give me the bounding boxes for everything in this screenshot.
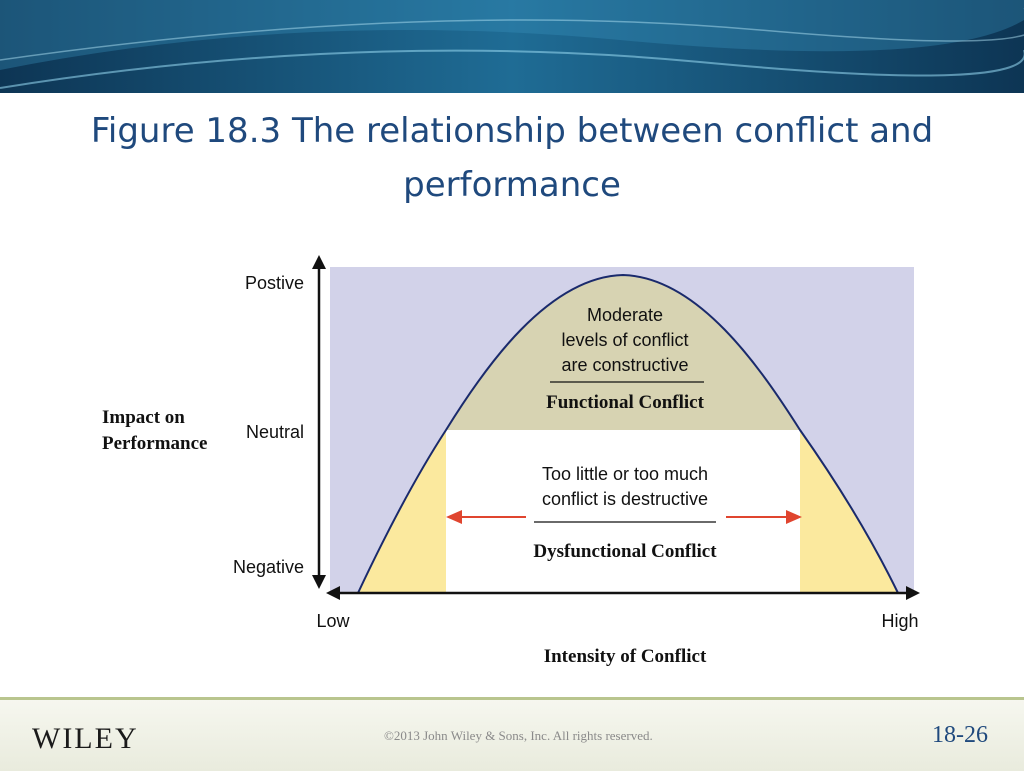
- header-banner: [0, 0, 1024, 93]
- dysfunctional-text-line1: Too little or too much: [542, 464, 708, 484]
- functional-text-line2: levels of conflict: [561, 330, 688, 350]
- x-tick-high: High: [881, 611, 918, 631]
- dysfunctional-text-line2: conflict is destructive: [542, 489, 708, 509]
- x-axis-arrow-right: [906, 586, 920, 600]
- functional-text-line1: Moderate: [587, 305, 663, 325]
- slide-number: 18-26: [932, 722, 988, 748]
- right-arrow-icon: [786, 510, 802, 524]
- y-axis-title-line2: Performance: [102, 433, 208, 454]
- y-axis-arrow-down: [312, 575, 326, 589]
- functional-region: [446, 275, 800, 430]
- y-tick-positive: Postive: [245, 273, 304, 293]
- slide-title: Figure 18.3 The relationship between con…: [90, 111, 934, 205]
- dysfunctional-region-left: [358, 430, 446, 593]
- y-tick-neutral: Neutral: [246, 422, 304, 442]
- performance-curve: [357, 273, 899, 594]
- x-axis-arrow-left: [326, 586, 340, 600]
- x-tick-low: Low: [316, 611, 350, 631]
- dysfunctional-conflict-label: Dysfunctional Conflict: [533, 541, 717, 562]
- copyright-notice: ©2013 John Wiley & Sons, Inc. All rights…: [384, 728, 653, 743]
- x-axis-title: Intensity of Conflict: [544, 646, 707, 667]
- y-axis-title-line1: Impact on: [102, 407, 185, 428]
- conflict-performance-diagram: Impact on Performance Postive Neutral Ne…: [90, 245, 940, 675]
- banner-graphic: [0, 0, 1024, 93]
- dysfunctional-region-right: [800, 430, 898, 593]
- y-tick-negative: Negative: [233, 557, 304, 577]
- dysfunctional-center-region: [446, 430, 800, 593]
- left-arrow-icon: [446, 510, 462, 524]
- functional-conflict-label: Functional Conflict: [546, 392, 704, 413]
- slide-footer: WILEY ©2013 John Wiley & Sons, Inc. All …: [0, 697, 1024, 771]
- wiley-logo: WILEY: [32, 722, 139, 755]
- diagram-svg: Impact on Performance Postive Neutral Ne…: [102, 255, 920, 667]
- y-axis-arrow-up: [312, 255, 326, 269]
- functional-text-line3: are constructive: [561, 355, 688, 375]
